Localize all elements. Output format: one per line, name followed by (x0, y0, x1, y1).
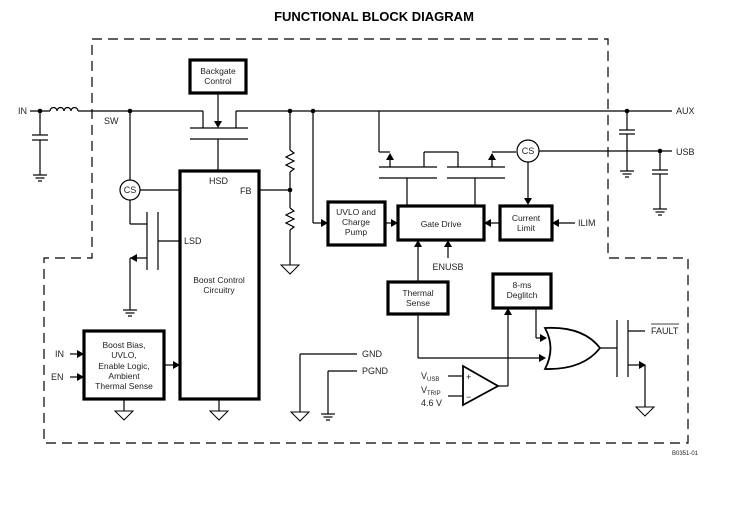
arrow-in-bias (77, 350, 84, 358)
arrow-current-limit-out (484, 219, 491, 227)
uvlo-label-1: UVLO and (336, 207, 376, 217)
chip-boundary (43, 38, 689, 444)
backgate-label-2: Control (204, 76, 232, 86)
boost-bias-label-3: Enable Logic, (98, 361, 150, 371)
fb-label: FB (240, 186, 252, 196)
pin-label-usb: USB (676, 147, 695, 157)
boost-bias-label-1: Boost Bias, (103, 340, 146, 350)
boost-bias-block (82, 329, 166, 401)
arrow-enusb (444, 240, 452, 247)
ground-icon (289, 411, 311, 422)
power-ground-icon (321, 413, 335, 421)
thermal-sense-label-2: Sense (406, 298, 430, 308)
backgate-label-1: Backgate (200, 66, 236, 76)
vtrip-value: 4.6 V (421, 398, 442, 408)
pin-label-in-bias: IN (55, 349, 64, 359)
pin-label-enusb: ENUSB (432, 262, 463, 272)
hsd-label: HSD (209, 176, 229, 186)
vtrip-label: VTRIP (421, 385, 441, 397)
comparator (462, 364, 500, 407)
pin-label-gnd: GND (362, 349, 383, 359)
arrow-gate-drive-in (391, 219, 398, 227)
fault-fet-arrow (639, 361, 646, 369)
pin-label-ilim: ILIM (578, 218, 596, 228)
arrow-or-in1 (540, 334, 547, 342)
uvlo-label-3: Pump (345, 227, 367, 237)
pin-label-pgnd: PGND (362, 366, 389, 376)
ground-icon (33, 174, 47, 182)
pin-label-aux: AUX (676, 106, 695, 116)
arrow-uvlo-in (321, 219, 328, 227)
ground-icon (653, 208, 667, 216)
current-limit-label-2: Limit (517, 223, 536, 233)
cs-label-left: CS (124, 185, 137, 195)
usb-fet1-arrow (386, 153, 394, 160)
usb-fet2-arrow (488, 153, 496, 160)
diagram-title: FUNCTIONAL BLOCK DIAGRAM (274, 9, 474, 24)
or-gate (543, 326, 602, 370)
pin-label-en: EN (51, 372, 64, 382)
backgate-arrow (214, 121, 222, 128)
inductor (49, 106, 79, 112)
gate-drive-block (396, 204, 486, 242)
deglitch-block (491, 272, 553, 310)
resistor-bottom (284, 207, 296, 231)
lsd-arrow (130, 254, 137, 262)
arrow-bias-to-boost (173, 361, 180, 369)
boost-control-label-2: Circuitry (203, 285, 235, 295)
lsd-label: LSD (184, 236, 202, 246)
thermal-sense-block (386, 280, 450, 316)
comparator-minus: − (466, 392, 471, 402)
arrow-current-limit-in (524, 198, 532, 205)
boost-bias-label-5: Thermal Sense (95, 381, 153, 391)
boost-bias-label-4: Ambient (108, 371, 140, 381)
cs-label-right: CS (522, 146, 535, 156)
arrow-or-in2 (539, 354, 546, 362)
ground-icon (208, 410, 230, 421)
arrow-thermal-to-gate (414, 240, 422, 247)
ground-icon (620, 170, 634, 178)
current-limit-label-1: Current (512, 213, 541, 223)
ground-icon (113, 410, 135, 421)
uvlo-charge-pump-block (326, 200, 387, 247)
ground-icon (634, 406, 656, 417)
deglitch-label-2: Deglitch (507, 290, 538, 300)
ground-icon (123, 309, 137, 317)
boost-bias-label-2: UVLO, (111, 350, 137, 360)
uvlo-label-2: Charge (342, 217, 370, 227)
pin-label-in: IN (18, 106, 27, 116)
deglitch-label-1: 8-ms (513, 280, 532, 290)
ground-icon (279, 264, 301, 275)
boost-control-label-1: Boost Control (193, 275, 245, 285)
gate-drive-label: Gate Drive (421, 219, 462, 229)
pin-label-sw: SW (104, 116, 119, 126)
arrow-en (77, 373, 84, 381)
figure-id: B0351-01 (672, 451, 699, 457)
vusb-label: VUSB (421, 371, 439, 383)
comparator-plus: + (466, 372, 471, 382)
arrow-ilim-in (552, 219, 559, 227)
resistor-top (284, 149, 296, 173)
thermal-sense-label-1: Thermal (402, 288, 433, 298)
arrow-deglitch-in (504, 308, 512, 315)
pin-label-fault: FAULT (651, 326, 679, 336)
